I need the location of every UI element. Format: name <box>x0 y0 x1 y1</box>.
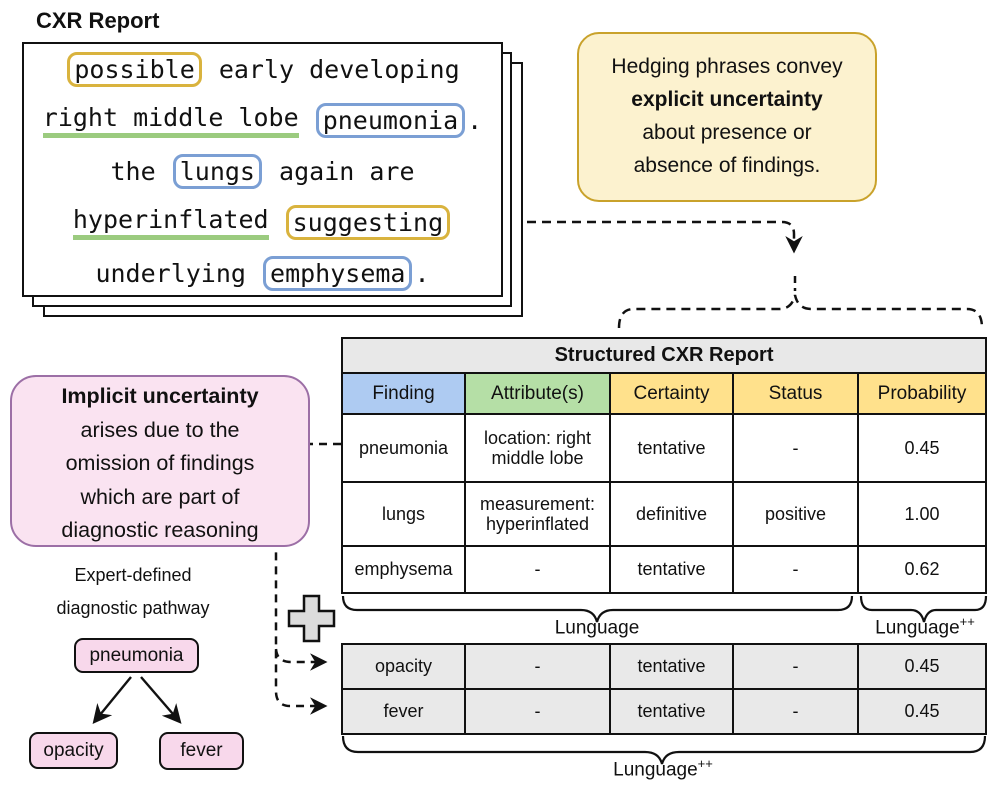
table-cell: measurement: hyperinflated <box>464 481 611 547</box>
callout-line: absence of findings. <box>633 154 821 177</box>
report-token-plain: early developing <box>203 55 460 84</box>
report-token-finding: lungs <box>172 154 262 189</box>
table-cell: tentative <box>609 413 734 483</box>
table-cell: - <box>732 643 859 690</box>
report-token-anatomy: hyperinflated <box>72 205 269 240</box>
lunguage-label-text: Lunguage <box>554 617 640 639</box>
pathway-arrow-fever <box>140 676 182 724</box>
callout-line-bold: Implicit uncertainty <box>61 384 259 408</box>
callout-line: which are part of <box>80 484 240 509</box>
report-token-hedge: possible <box>67 52 202 87</box>
table-cell: opacity <box>341 643 466 690</box>
pathway-arrow-opacity <box>92 676 132 724</box>
table-cell: pneumonia <box>341 413 466 483</box>
report-title: CXR Report <box>36 8 160 33</box>
table-cell: - <box>732 545 859 594</box>
table-cell: - <box>464 643 611 690</box>
report-token-plain: . <box>414 259 430 288</box>
report-token-plain <box>269 208 284 237</box>
table-overbrace <box>617 294 984 329</box>
table-cell: 1.00 <box>856 481 988 547</box>
table-cell: location: right middle lobe <box>464 413 611 483</box>
augmented-table-row: opacity-tentative-0.45 <box>341 643 987 690</box>
report-line: the lungs again are <box>24 146 501 197</box>
pathway-node-fever: fever <box>159 732 244 770</box>
table-cell: fever <box>341 688 466 735</box>
report-token-plain: the <box>110 157 171 186</box>
column-header-attributes: Attribute(s) <box>464 372 611 415</box>
table-cell: - <box>464 545 611 594</box>
table-cell: 0.45 <box>857 643 987 690</box>
report-token-plain <box>299 106 314 135</box>
report-token-anatomy: right middle lobe <box>42 103 299 138</box>
table-cell: - <box>464 688 611 735</box>
table-cell: 0.45 <box>856 413 988 483</box>
lunguage-label-sup: ++ <box>959 614 975 629</box>
implicit-uncertainty-callout: Implicit uncertainty arises due to the o… <box>10 375 310 547</box>
table-title: Structured CXR Report <box>340 337 988 374</box>
table-cell: definitive <box>609 481 734 547</box>
callout-line: about presence or <box>642 121 812 144</box>
report-line: right middle lobe pneumonia. <box>24 95 501 146</box>
pathway-node-opacity: opacity <box>29 732 118 769</box>
report-token-finding: emphysema <box>263 256 413 291</box>
callout-line: omission of findings <box>65 451 255 475</box>
table-cell: emphysema <box>341 545 466 594</box>
report-token-hedge: suggesting <box>285 205 451 240</box>
table-cell: tentative <box>609 688 734 735</box>
report-token-plain: underlying <box>95 259 262 288</box>
table-cell: tentative <box>609 643 734 690</box>
implicit-to-opacity-connector <box>274 648 328 671</box>
report-line: underlying emphysema. <box>24 248 501 299</box>
report-line: hyperinflated suggesting <box>24 197 501 248</box>
column-header-status: Status <box>732 372 859 415</box>
column-header-certainty: Certainty <box>609 372 734 415</box>
table-cell: - <box>732 688 859 735</box>
report-token-plain: again are <box>263 157 415 186</box>
callout-line-bold: explicit uncertainty <box>631 88 823 111</box>
explicit-uncertainty-callout: Hedging phrases convey explicit uncertai… <box>577 32 877 202</box>
table-cell: - <box>732 413 859 483</box>
lunguage-pp-bottom-label: Lunguage++ <box>613 756 713 781</box>
table-cell: tentative <box>609 545 734 594</box>
callout-line: Hedging phrases convey <box>611 55 843 78</box>
table-cell: 0.62 <box>856 545 988 594</box>
callout-line: arises due to the <box>80 417 240 442</box>
report-to-table-connector <box>527 220 803 254</box>
column-header-probability: Probability <box>856 372 988 415</box>
pathway-node-pneumonia: pneumonia <box>74 638 199 673</box>
pathway-title-line2: diagnostic pathway <box>56 598 210 618</box>
augmented-table-row: fever-tentative-0.45 <box>341 688 987 735</box>
lunguage-label: Lunguage <box>555 614 640 639</box>
report-line: possible early developing <box>24 44 501 95</box>
lunguage-label-text: Lunguage <box>875 617 960 639</box>
table-cell: 0.45 <box>857 688 987 735</box>
lunguage-label-text: Lunguage <box>613 759 698 781</box>
column-header-finding: Finding <box>341 372 466 415</box>
lunguage-label-sup: ++ <box>697 756 713 771</box>
pathway-title-line1: Expert-defined <box>74 565 192 585</box>
callout-line: diagnostic reasoning <box>61 518 259 542</box>
table-cell: lungs <box>341 481 466 547</box>
table-row: emphysema-tentative-0.62 <box>341 545 988 594</box>
plus-icon <box>287 594 336 643</box>
report-token-plain: . <box>467 106 483 135</box>
report-token-finding: pneumonia <box>315 103 466 138</box>
lunguage-pp-probability-label: Lunguage++ <box>875 614 975 639</box>
table-cell: positive <box>732 481 859 547</box>
